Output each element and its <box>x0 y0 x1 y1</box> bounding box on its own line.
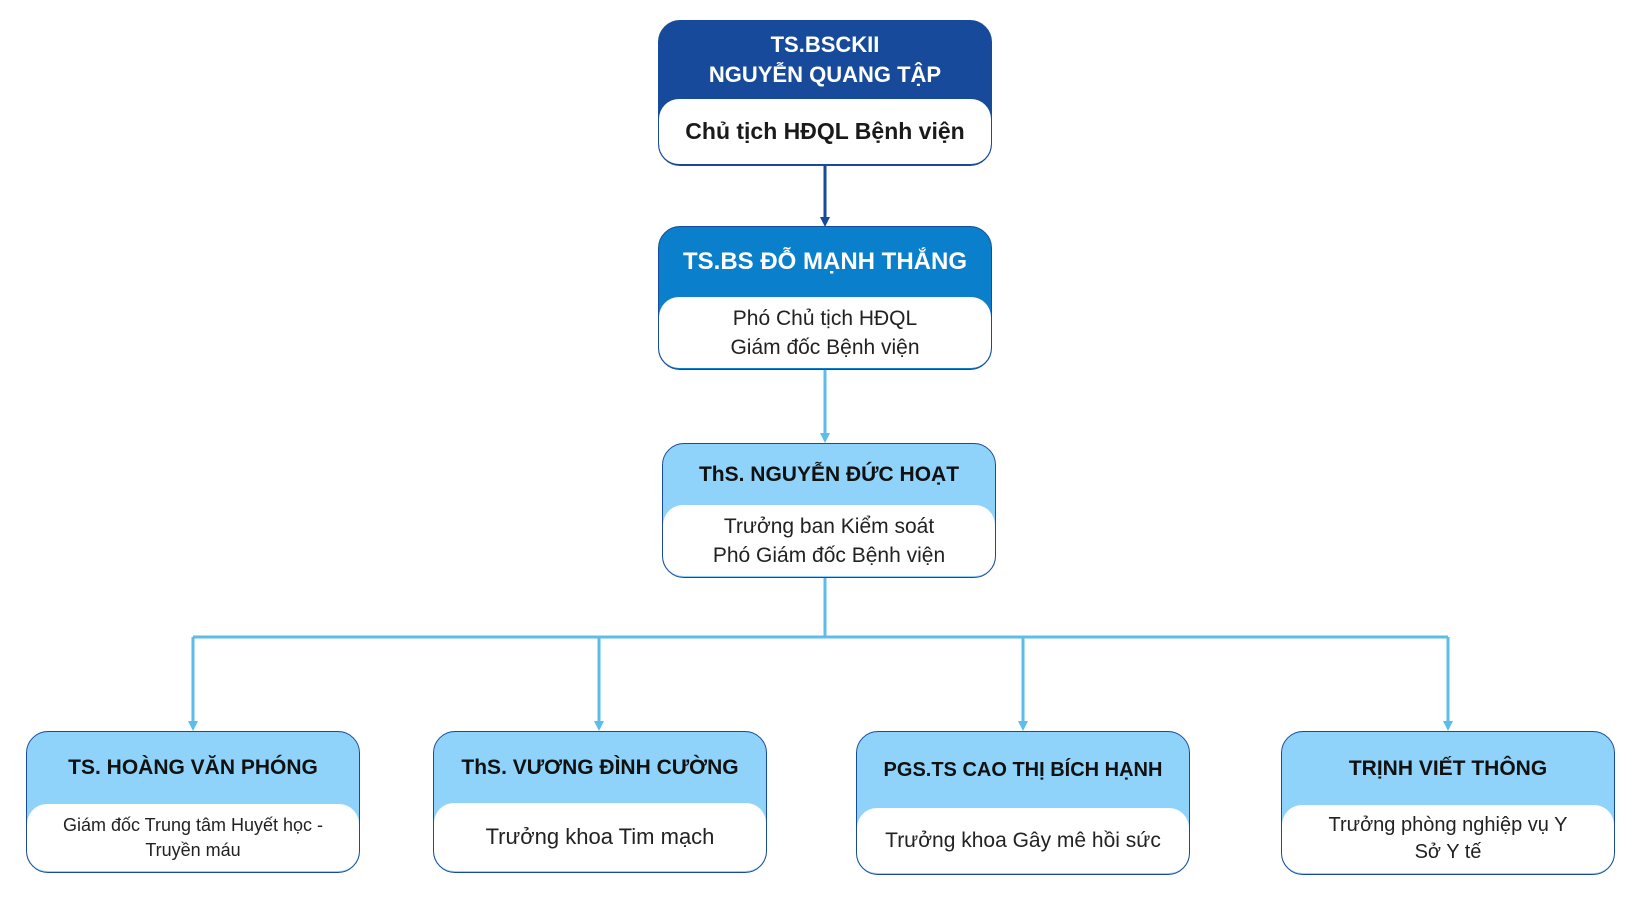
node-member-3: PGS.TS CAO THỊ BÍCH HẠNH Trưởng khoa Gây… <box>856 731 1190 875</box>
node-member-3-name: PGS.TS CAO THỊ BÍCH HẠNH <box>883 758 1163 781</box>
node-member-4-header: TRỊNH VIẾT THÔNG <box>1282 732 1614 805</box>
node-supervisor-body: Trưởng ban Kiểm soát Phó Giám đốc Bệnh v… <box>663 505 995 576</box>
node-chairman-role: Chủ tịch HĐQL Bệnh viện <box>685 118 965 144</box>
node-chairman-header: TS.BSCKII NGUYỄN QUANG TẬP <box>659 21 991 99</box>
node-member-2-role-line1: Trưởng khoa Tim mạch <box>485 824 715 849</box>
node-director-name: TS.BS ĐỖ MẠNH THẮNG <box>683 248 967 275</box>
node-member-3-header: PGS.TS CAO THỊ BÍCH HẠNH <box>857 732 1189 808</box>
node-supervisor-name: ThS. NGUYỄN ĐỨC HOẠT <box>698 462 960 486</box>
node-member-4-name: TRỊNH VIẾT THÔNG <box>1348 756 1548 780</box>
node-chairman: TS.BSCKII NGUYỄN QUANG TẬP Chủ tịch HĐQL… <box>658 20 992 166</box>
node-supervisor-role-line1: Trưởng ban Kiểm soát <box>723 514 935 538</box>
node-member-2-header: ThS. VƯƠNG ĐÌNH CƯỜNG <box>434 732 766 803</box>
node-director-role-line2: Giám đốc Bệnh viện <box>730 335 920 359</box>
node-director-header: TS.BS ĐỖ MẠNH THẮNG <box>659 227 991 297</box>
node-member-4: TRỊNH VIẾT THÔNG Trưởng phòng nghiệp vụ … <box>1281 731 1615 875</box>
node-member-1-body: Giám đốc Trung tâm Huyết học - Truyền má… <box>27 804 359 871</box>
node-member-1: TS. HOÀNG VĂN PHÓNG Giám đốc Trung tâm H… <box>26 731 360 873</box>
node-supervisor: ThS. NGUYỄN ĐỨC HOẠT Trưởng ban Kiểm soá… <box>662 443 996 578</box>
node-member-2-body: Trưởng khoa Tim mạch <box>434 803 766 871</box>
node-director: TS.BS ĐỖ MẠNH THẮNG Phó Chủ tịch HĐQL Gi… <box>658 226 992 370</box>
node-member-2-name: ThS. VƯƠNG ĐÌNH CƯỜNG <box>461 755 739 779</box>
node-director-role-line1: Phó Chủ tịch HĐQL <box>732 306 918 330</box>
node-member-3-body: Trưởng khoa Gây mê hồi sức <box>857 808 1189 873</box>
node-supervisor-header: ThS. NGUYỄN ĐỨC HOẠT <box>663 444 995 505</box>
node-member-1-name: TS. HOÀNG VĂN PHÓNG <box>68 756 318 779</box>
node-member-4-body: Trưởng phòng nghiệp vụ Y Sở Y tế <box>1282 805 1614 873</box>
node-chairman-body: Chủ tịch HĐQL Bệnh viện <box>659 99 991 164</box>
node-supervisor-role-line2: Phó Giám đốc Bệnh viện <box>712 543 946 567</box>
node-member-1-header: TS. HOÀNG VĂN PHÓNG <box>27 732 359 804</box>
node-member-1-role-line1: Giám đốc Trung tâm Huyết học - <box>62 814 324 835</box>
node-member-2: ThS. VƯƠNG ĐÌNH CƯỜNG Trưởng khoa Tim mạ… <box>433 731 767 873</box>
node-member-4-role-line2: Sở Y tế <box>1414 841 1482 863</box>
node-member-4-role-line1: Trưởng phòng nghiệp vụ Y <box>1328 814 1568 836</box>
node-member-1-role-line2: Truyền máu <box>145 839 241 860</box>
node-chairman-name-line2: NGUYỄN QUANG TẬP <box>708 62 942 87</box>
node-director-body: Phó Chủ tịch HĐQL Giám đốc Bệnh viện <box>659 297 991 368</box>
node-chairman-name-line1: TS.BSCKII <box>770 32 880 57</box>
node-member-3-role-line1: Trưởng khoa Gây mê hồi sức <box>885 828 1161 852</box>
